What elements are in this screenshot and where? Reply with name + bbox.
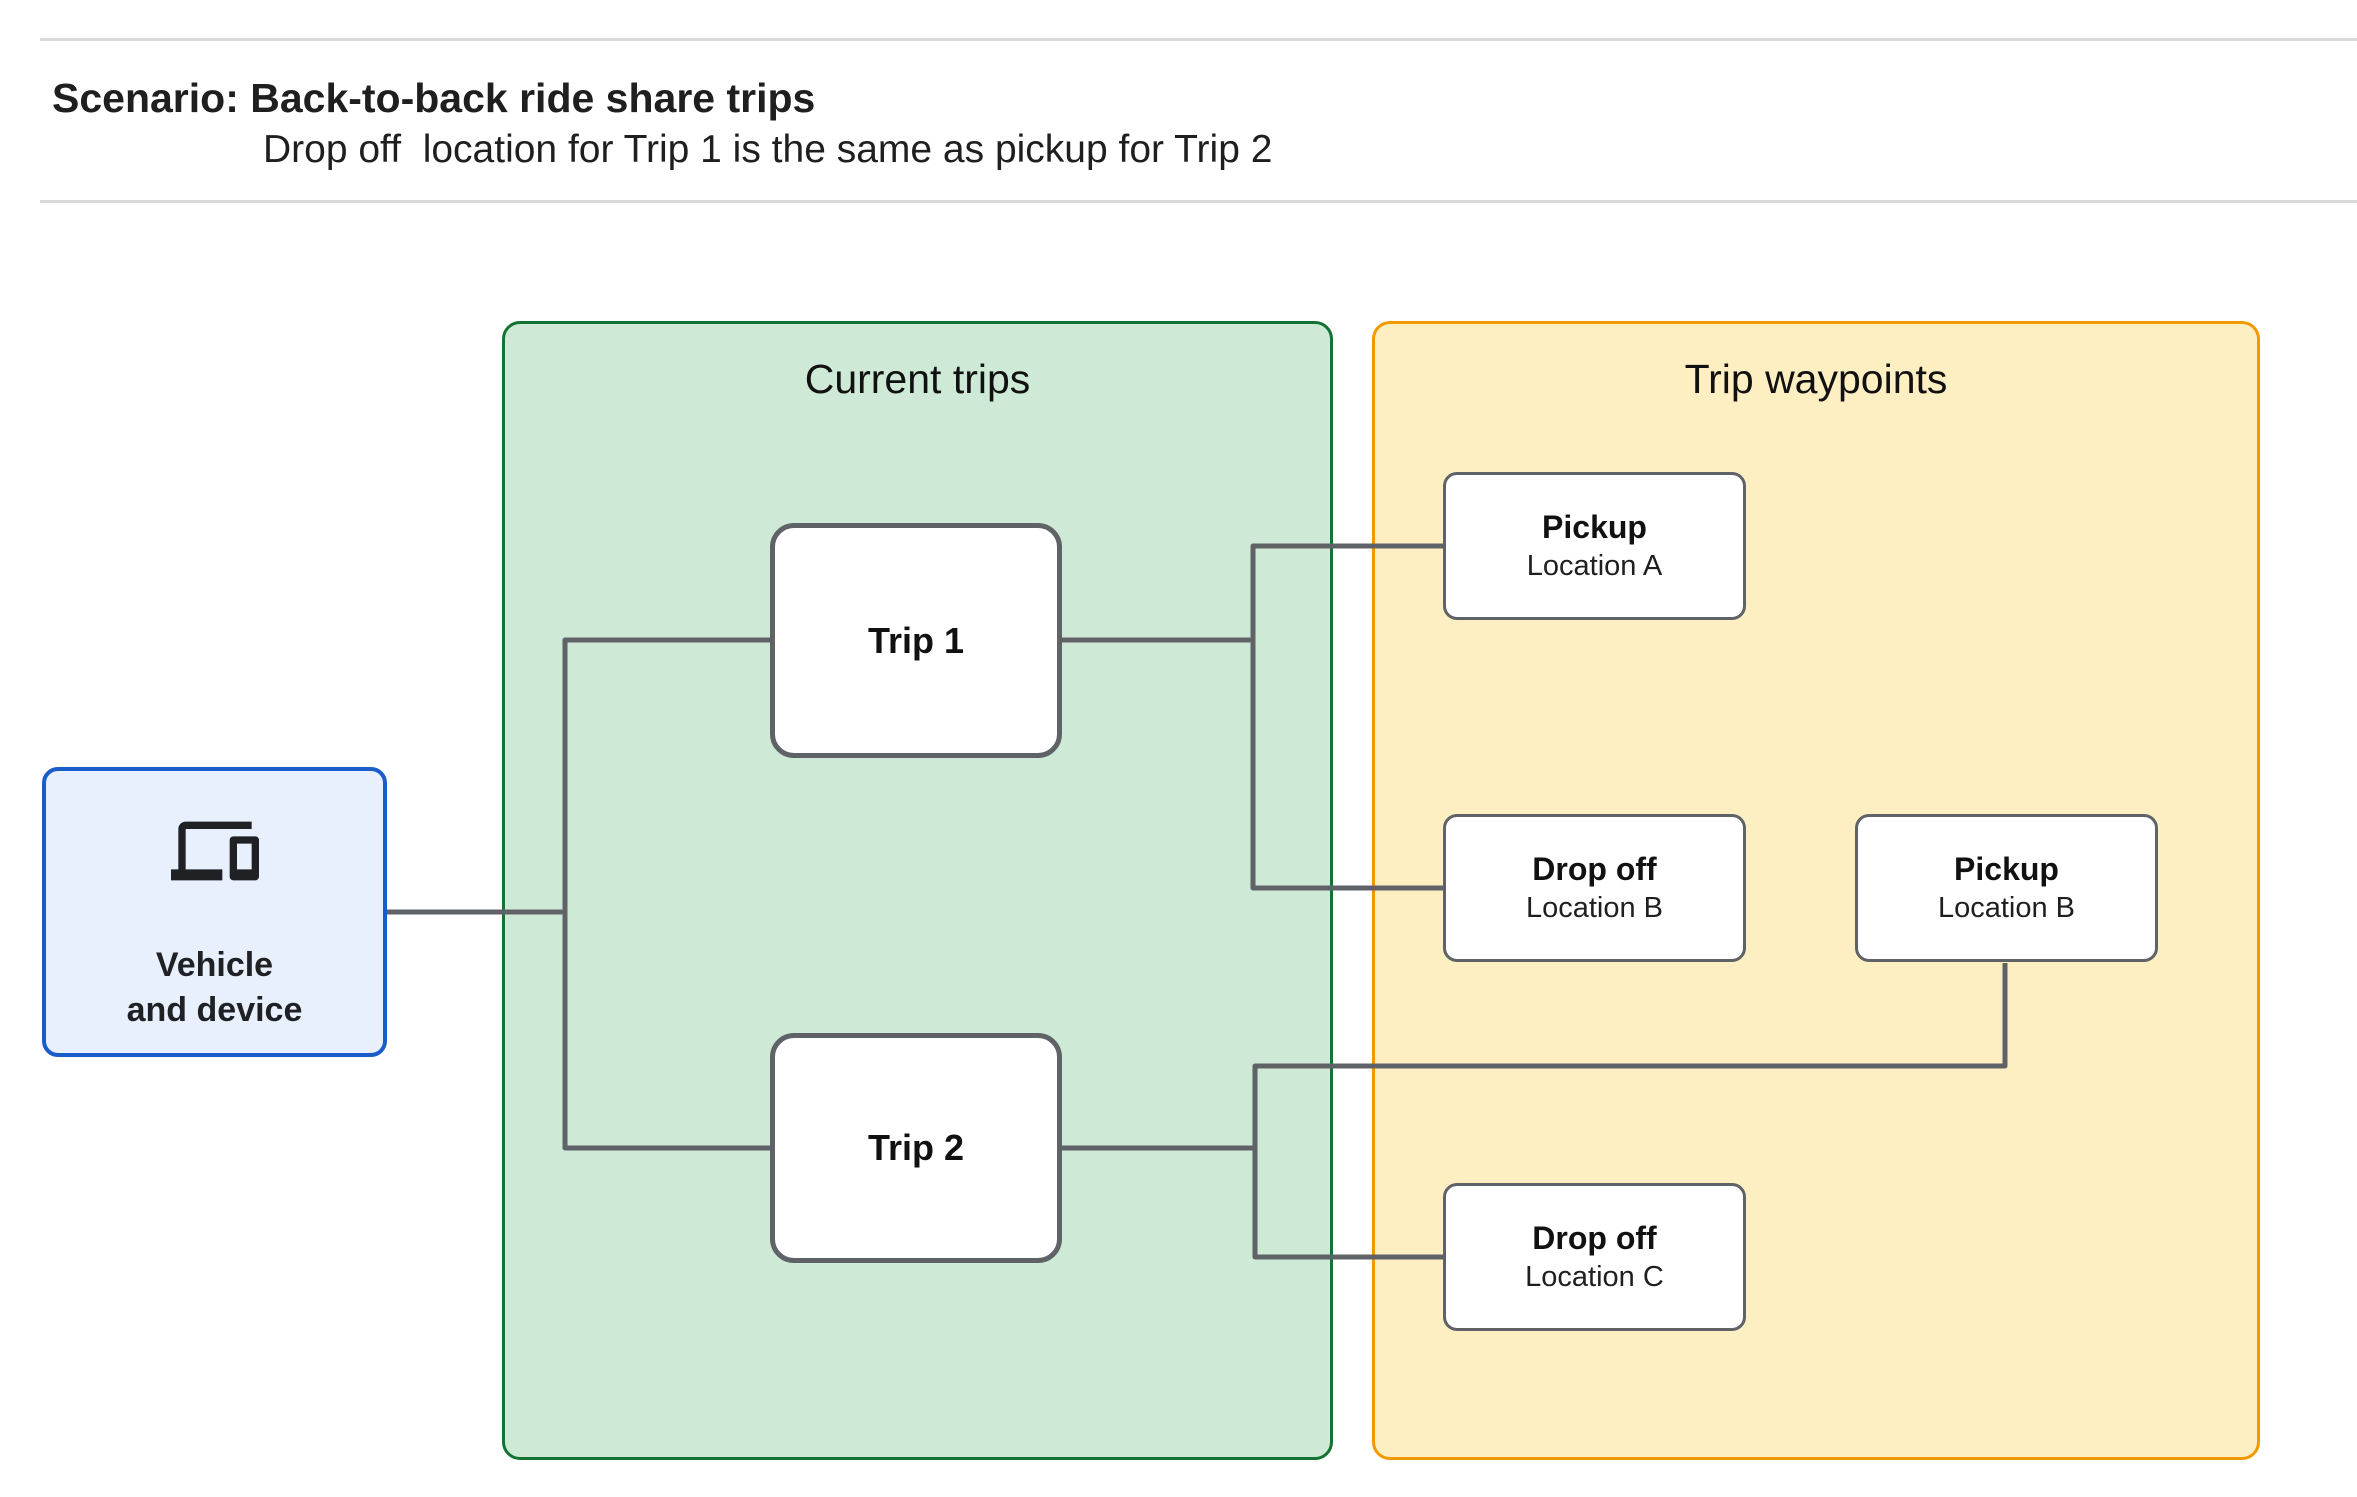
trip-2-label: Trip 2 [867,1127,965,1168]
top-divider [40,38,2357,41]
connector-trip2-to-waypoints [1252,963,2008,1260]
waypoint-pickup-location-a: Pickup Location A [1443,472,1746,620]
group-current-trips: Current trips [502,321,1333,1460]
waypoint-location: Location A [1526,550,1663,582]
group-trip-waypoints-label: Trip waypoints [1684,356,1948,402]
waypoint-type: Drop off [1532,851,1657,887]
connector-trip1-to-waypoints [1250,543,1443,891]
waypoint-dropoff-location-b: Drop off Location B [1443,814,1746,962]
trip-1-label: Trip 1 [867,619,965,661]
waypoint-dropoff-location-c: Drop off Location C [1443,1183,1746,1331]
waypoint-location: Location C [1525,1261,1664,1293]
vehicle-node-label-line2: and device [126,991,303,1029]
connector-branch-to-trips [562,637,770,1151]
trip-2-node: Trip 2 [770,1033,1062,1263]
waypoint-pickup-location-b: Pickup Location B [1855,814,2158,962]
waypoint-type: Pickup [1542,509,1647,545]
vehicle-node-label: Vehicle and device [46,943,383,1033]
vehicle-and-device-node: Vehicle and device [42,767,387,1057]
vehicle-node-label-line1: Vehicle [155,946,274,984]
page-subtitle: Drop off location for Trip 1 is the same… [263,128,1273,171]
waypoint-location: Location B [1525,892,1664,924]
trip-1-node: Trip 1 [770,523,1062,758]
group-current-trips-label: Current trips [804,356,1031,402]
waypoint-location: Location B [1937,892,2076,924]
devices-icon [46,807,383,900]
waypoint-type: Pickup [1954,851,2059,887]
header-divider [40,200,2357,203]
page-title: Scenario: Back-to-back ride share trips [52,75,816,121]
waypoint-type: Drop off [1532,1220,1657,1256]
